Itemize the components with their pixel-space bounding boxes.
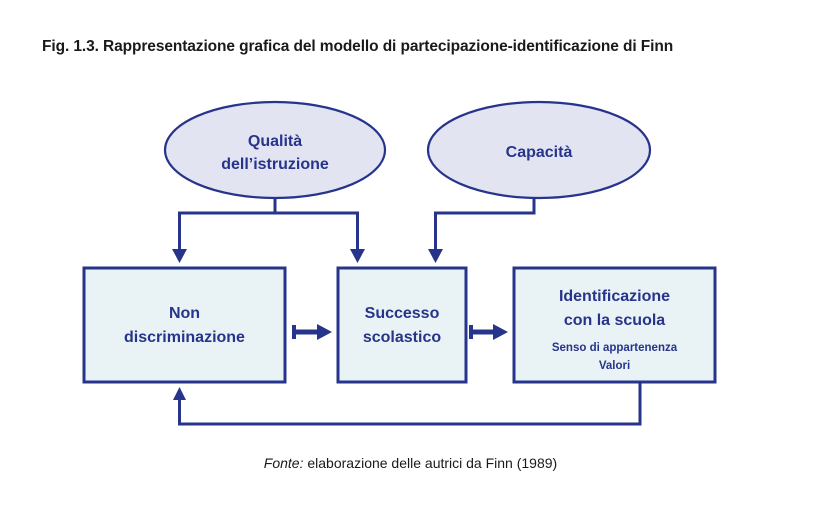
connector-feedback-loop <box>173 382 642 426</box>
diagram-canvas: Qualità dell’istruzione Capacità Non dis… <box>82 100 717 426</box>
non-discriminazione-box-shape <box>82 266 287 384</box>
node-box-non-discriminazione[interactable]: Non discriminazione <box>82 266 287 384</box>
successo-scolastico-label-line1: Successo <box>365 305 440 322</box>
identificazione-box-shape <box>512 266 717 384</box>
capacita-label-line1: Capacità <box>506 144 573 161</box>
node-ellipse-capacita[interactable]: Capacità <box>426 100 652 200</box>
block-arrow-1-head <box>317 324 332 340</box>
node-box-successo-scolastico[interactable]: Successo scolastico <box>336 266 468 384</box>
node-box-identificazione[interactable]: Identificazione con la scuola Senso di a… <box>512 266 717 384</box>
connector-capacita-branch <box>428 198 536 263</box>
capacita-arrowhead <box>428 249 443 263</box>
connector-block-arrow-2 <box>469 324 508 340</box>
figure-title: Fig. 1.3. Rappresentazione grafica del m… <box>42 38 674 55</box>
qualita-label-line2: dell’istruzione <box>221 156 329 173</box>
figure-caption: Fonte: elaborazione delle autrici da Fin… <box>0 455 821 471</box>
capacita-ellipse-shape <box>426 100 652 200</box>
feedback-arrowhead <box>173 387 186 400</box>
node-ellipse-qualita[interactable]: Qualità dell’istruzione <box>163 100 387 200</box>
qualita-right-arrowhead <box>350 249 365 263</box>
successo-scolastico-box-shape <box>336 266 468 384</box>
caption-source-word: Fonte: <box>263 455 304 471</box>
identificazione-sub-line2: Valori <box>599 360 630 372</box>
caption-body: elaborazione delle autrici da Finn (1989… <box>303 455 558 471</box>
qualita-left-arrowhead <box>172 249 187 263</box>
qualita-ellipse-shape <box>163 100 387 200</box>
qualita-label-line1: Qualità <box>248 133 302 150</box>
block-arrow-2-head <box>493 324 508 340</box>
identificazione-sub-line1: Senso di appartenenza <box>552 342 678 354</box>
non-discriminazione-label-line2: discriminazione <box>124 329 245 346</box>
identificazione-label-line1: Identificazione <box>559 288 670 305</box>
successo-scolastico-label-line2: scolastico <box>363 329 441 346</box>
connector-block-arrow-1 <box>292 324 332 340</box>
non-discriminazione-label-line1: Non <box>169 305 200 322</box>
connector-qualita-branch <box>172 198 365 263</box>
identificazione-label-line2: con la scuola <box>564 312 665 329</box>
